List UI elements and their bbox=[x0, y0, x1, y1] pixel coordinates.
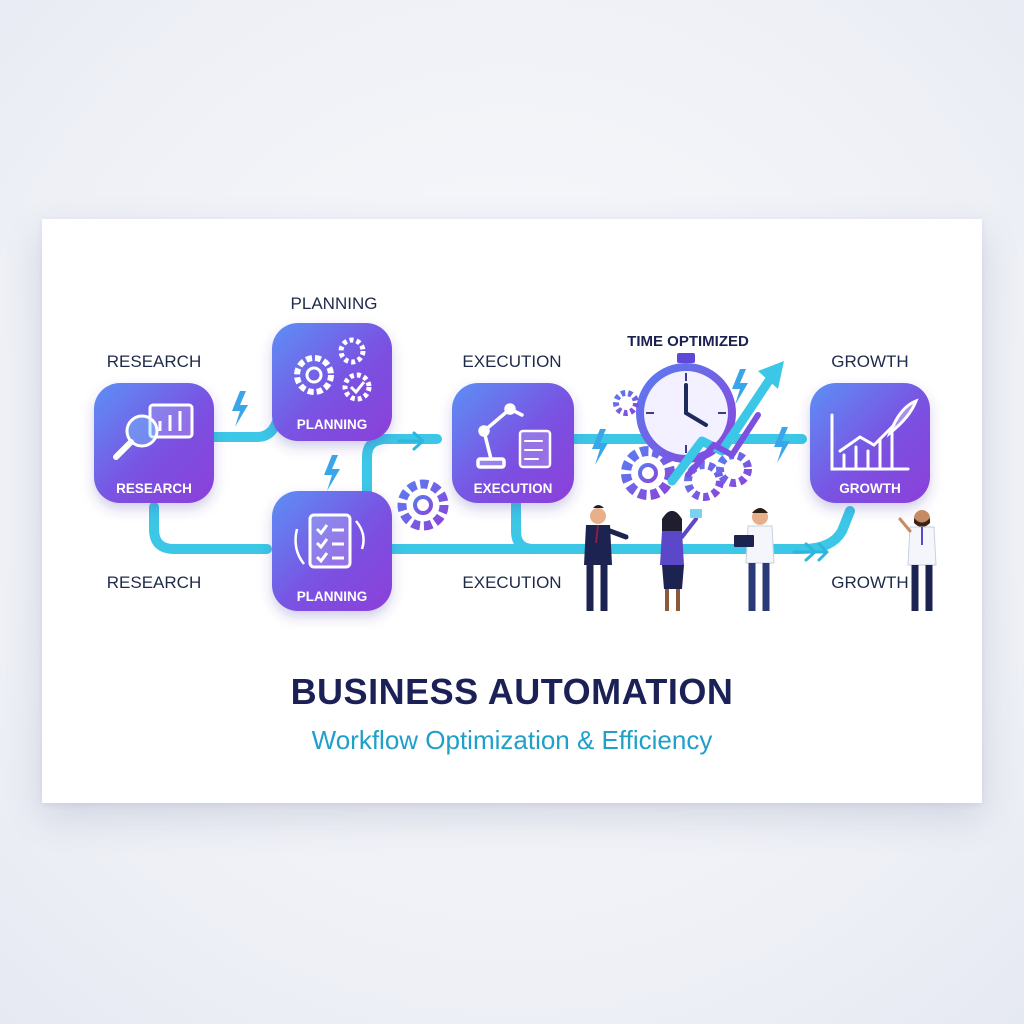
rocket-chart-icon bbox=[830, 398, 919, 471]
pipe-research-down bbox=[149, 502, 272, 554]
checklist-icon bbox=[294, 513, 365, 569]
arrow-to-execution bbox=[397, 431, 425, 451]
step-label-growth-top: GROWTH bbox=[831, 352, 908, 371]
execution-tile-label: EXECUTION bbox=[474, 481, 553, 496]
page-subtitle: Workflow Optimization & Efficiency bbox=[311, 725, 713, 755]
pipe-bottom-main bbox=[387, 506, 855, 554]
magnifier-chart-icon bbox=[113, 403, 194, 460]
person-1 bbox=[584, 505, 629, 611]
step-label-research-bottom: RESEARCH bbox=[107, 573, 201, 592]
person-2 bbox=[660, 509, 702, 611]
lightning-bolt-2 bbox=[324, 455, 340, 491]
planning-top-tile: PLANNING bbox=[272, 323, 392, 441]
growth-arrow-icon bbox=[667, 361, 784, 486]
growth-tile: GROWTH bbox=[810, 383, 930, 503]
planning-top-tile-label: PLANNING bbox=[297, 417, 368, 432]
planning-bottom-tile: PLANNING bbox=[272, 491, 392, 611]
research-tile: RESEARCH bbox=[94, 383, 214, 503]
flow-arrows bbox=[397, 431, 829, 562]
pipe-research-to-planning bbox=[207, 410, 285, 442]
planning-bottom-tile-label: PLANNING bbox=[297, 589, 368, 604]
page-title: BUSINESS AUTOMATION bbox=[290, 671, 734, 712]
step-label-growth-bottom: GROWTH bbox=[831, 573, 908, 592]
research-tile-label: RESEARCH bbox=[116, 481, 192, 496]
arrow-to-growth-2 bbox=[808, 542, 829, 562]
step-label-execution-top: EXECUTION bbox=[462, 352, 561, 371]
people-illustration bbox=[584, 505, 937, 611]
execution-tile: EXECUTION bbox=[452, 383, 574, 503]
time-optimized-label: TIME OPTIMIZED bbox=[627, 333, 749, 350]
gears-icon bbox=[294, 337, 372, 402]
workflow-diagram: RESEARCH PLANNING EXECUTION GROWTH RESEA… bbox=[94, 294, 937, 611]
infographic-card: RESEARCH PLANNING EXECUTION GROWTH RESEA… bbox=[42, 219, 982, 803]
robot-arm-icon bbox=[476, 403, 552, 469]
person-3 bbox=[734, 508, 775, 611]
pipe-execution-down bbox=[511, 499, 539, 554]
stopwatch-icon bbox=[636, 353, 736, 463]
step-label-research-top: RESEARCH bbox=[107, 352, 201, 371]
gears-icon bbox=[613, 390, 752, 501]
person-4 bbox=[898, 510, 937, 611]
lightning-bolt-4 bbox=[774, 427, 790, 463]
lightning-bolt-1 bbox=[232, 391, 248, 427]
gear-icon bbox=[397, 479, 449, 531]
step-label-planning-top: PLANNING bbox=[291, 294, 378, 313]
growth-tile-label: GROWTH bbox=[839, 481, 901, 496]
lightning-bolt-5 bbox=[732, 369, 748, 405]
step-label-execution-bottom: EXECUTION bbox=[462, 573, 561, 592]
lightning-bolt-3 bbox=[592, 429, 608, 465]
lightning-icon bbox=[232, 369, 790, 491]
